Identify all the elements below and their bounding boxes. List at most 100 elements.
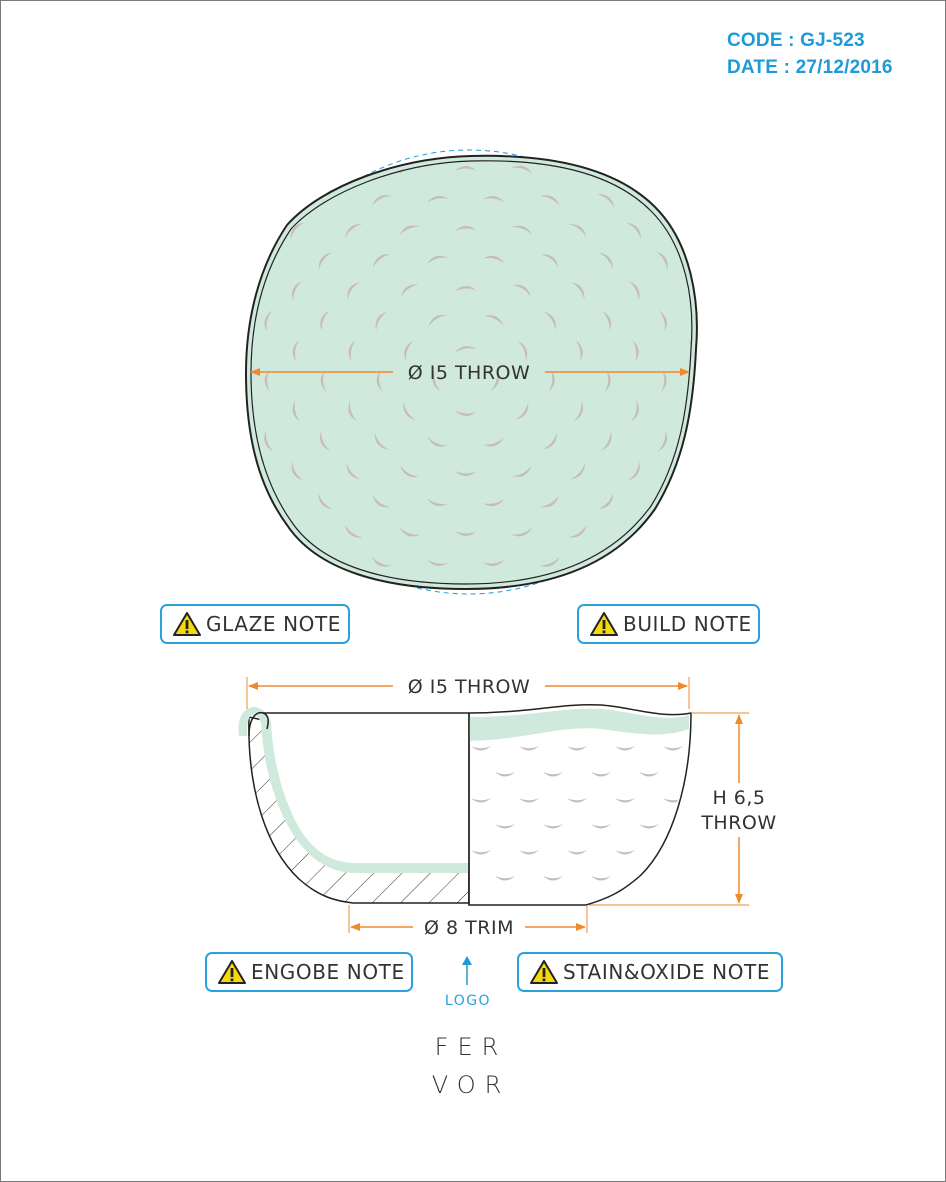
texture-mark <box>639 772 659 777</box>
height-label-1: H 6,5 <box>712 787 765 809</box>
texture-mark <box>548 370 555 392</box>
texture-mark <box>426 498 449 507</box>
texture-mark <box>639 876 659 881</box>
texture-mark <box>482 255 505 264</box>
bowl-rim-outer <box>244 154 698 591</box>
texture-mark <box>570 462 586 480</box>
texture-mark <box>373 254 391 268</box>
texture-mark <box>591 876 611 881</box>
glaze-note-button[interactable]: GLAZE NOTE <box>160 604 350 644</box>
texture-mark <box>483 437 505 447</box>
texture-mark <box>663 746 683 751</box>
warning-icon <box>530 960 558 984</box>
texture-mark <box>543 824 563 829</box>
texture-mark <box>543 876 563 881</box>
texture-mark <box>318 492 334 510</box>
stain-oxide-note-button[interactable]: STAIN&OXIDE NOTE <box>517 952 783 992</box>
texture-mark <box>344 165 364 177</box>
build-note-button[interactable]: BUILD NOTE <box>577 604 760 644</box>
texture-mark <box>374 432 389 450</box>
texture-mark <box>568 524 587 538</box>
texture-mark <box>427 436 448 447</box>
texture-mark <box>540 495 559 508</box>
texture-mark <box>511 225 532 235</box>
texture-mark <box>685 460 692 482</box>
texture-mark <box>264 370 271 392</box>
texture-mark <box>604 370 611 392</box>
texture-mark <box>290 222 305 240</box>
texture-mark <box>591 772 611 777</box>
brand-line-2: VOR <box>431 1071 511 1099</box>
texture-mark <box>454 345 477 353</box>
texture-mark <box>625 164 643 178</box>
texture-mark <box>454 410 477 416</box>
texture-mark <box>471 798 491 803</box>
texture-mark <box>482 559 505 566</box>
texture-mark <box>427 255 449 264</box>
texture-mark <box>346 462 361 480</box>
texture-mark <box>567 850 587 855</box>
product-code: CODE : GJ-523 <box>727 30 865 51</box>
exterior-texture <box>471 746 683 881</box>
texture-mark <box>632 340 639 362</box>
texture-mark <box>615 746 635 751</box>
texture-mark <box>654 192 669 210</box>
texture-mark <box>571 282 585 300</box>
texture-mark <box>626 222 641 240</box>
texture-mark <box>292 400 301 422</box>
texture-mark <box>264 310 273 332</box>
texture-mark <box>615 798 635 803</box>
texture-mark <box>319 431 331 451</box>
texture-mark <box>262 192 277 210</box>
top-diameter-label: Ø I5 THROW <box>408 362 531 384</box>
texture-mark <box>318 252 333 270</box>
height-label-2: THROW <box>700 812 776 834</box>
texture-mark <box>495 772 515 777</box>
texture-mark <box>598 252 613 270</box>
texture-mark <box>428 314 448 327</box>
texture-mark <box>399 225 420 236</box>
texture-mark <box>320 310 330 332</box>
texture-mark <box>631 400 639 422</box>
texture-mark <box>400 284 419 298</box>
engobe-note-button[interactable]: ENGOBE NOTE <box>205 952 413 992</box>
texture-mark <box>454 530 477 536</box>
texture-mark <box>426 559 449 567</box>
texture-mark <box>598 493 614 509</box>
exterior-half <box>468 703 692 906</box>
texture-mark <box>627 461 640 481</box>
texture-mark <box>600 431 612 451</box>
side-width-label: Ø I5 THROW <box>408 676 531 698</box>
texture-mark <box>639 824 659 829</box>
glaze-note-label: GLAZE NOTE <box>206 612 342 636</box>
texture-mark <box>591 824 611 829</box>
texture-mark <box>517 340 528 362</box>
texture-mark <box>400 465 420 478</box>
texture-mark <box>682 162 692 180</box>
texture-mark <box>454 286 477 292</box>
texture-mark <box>519 798 539 803</box>
texture-mark <box>543 311 556 331</box>
exterior-glaze-band <box>469 708 689 741</box>
texture-mark <box>519 746 539 751</box>
texture-mark <box>653 553 670 569</box>
texture-mark <box>372 494 391 508</box>
texture-mark <box>482 196 505 203</box>
build-note-label: BUILD NOTE <box>623 612 752 636</box>
texture-mark <box>542 432 557 450</box>
top-view: Ø I5 THROW <box>244 149 698 595</box>
stain-oxide-note-label: STAIN&OXIDE NOTE <box>563 960 771 984</box>
texture-mark <box>371 556 392 567</box>
texture-mark <box>404 340 414 362</box>
texture-mark <box>289 163 307 179</box>
texture-mark <box>348 340 356 362</box>
drawing-date: DATE : 27/12/2016 <box>727 57 893 78</box>
texture-mark <box>403 401 416 421</box>
logo-arrow <box>462 956 472 985</box>
texture-mark <box>601 310 612 332</box>
texture-mark <box>683 522 692 540</box>
texture-mark <box>292 340 300 362</box>
texture-mark <box>575 340 583 362</box>
texture-mark <box>628 281 640 301</box>
